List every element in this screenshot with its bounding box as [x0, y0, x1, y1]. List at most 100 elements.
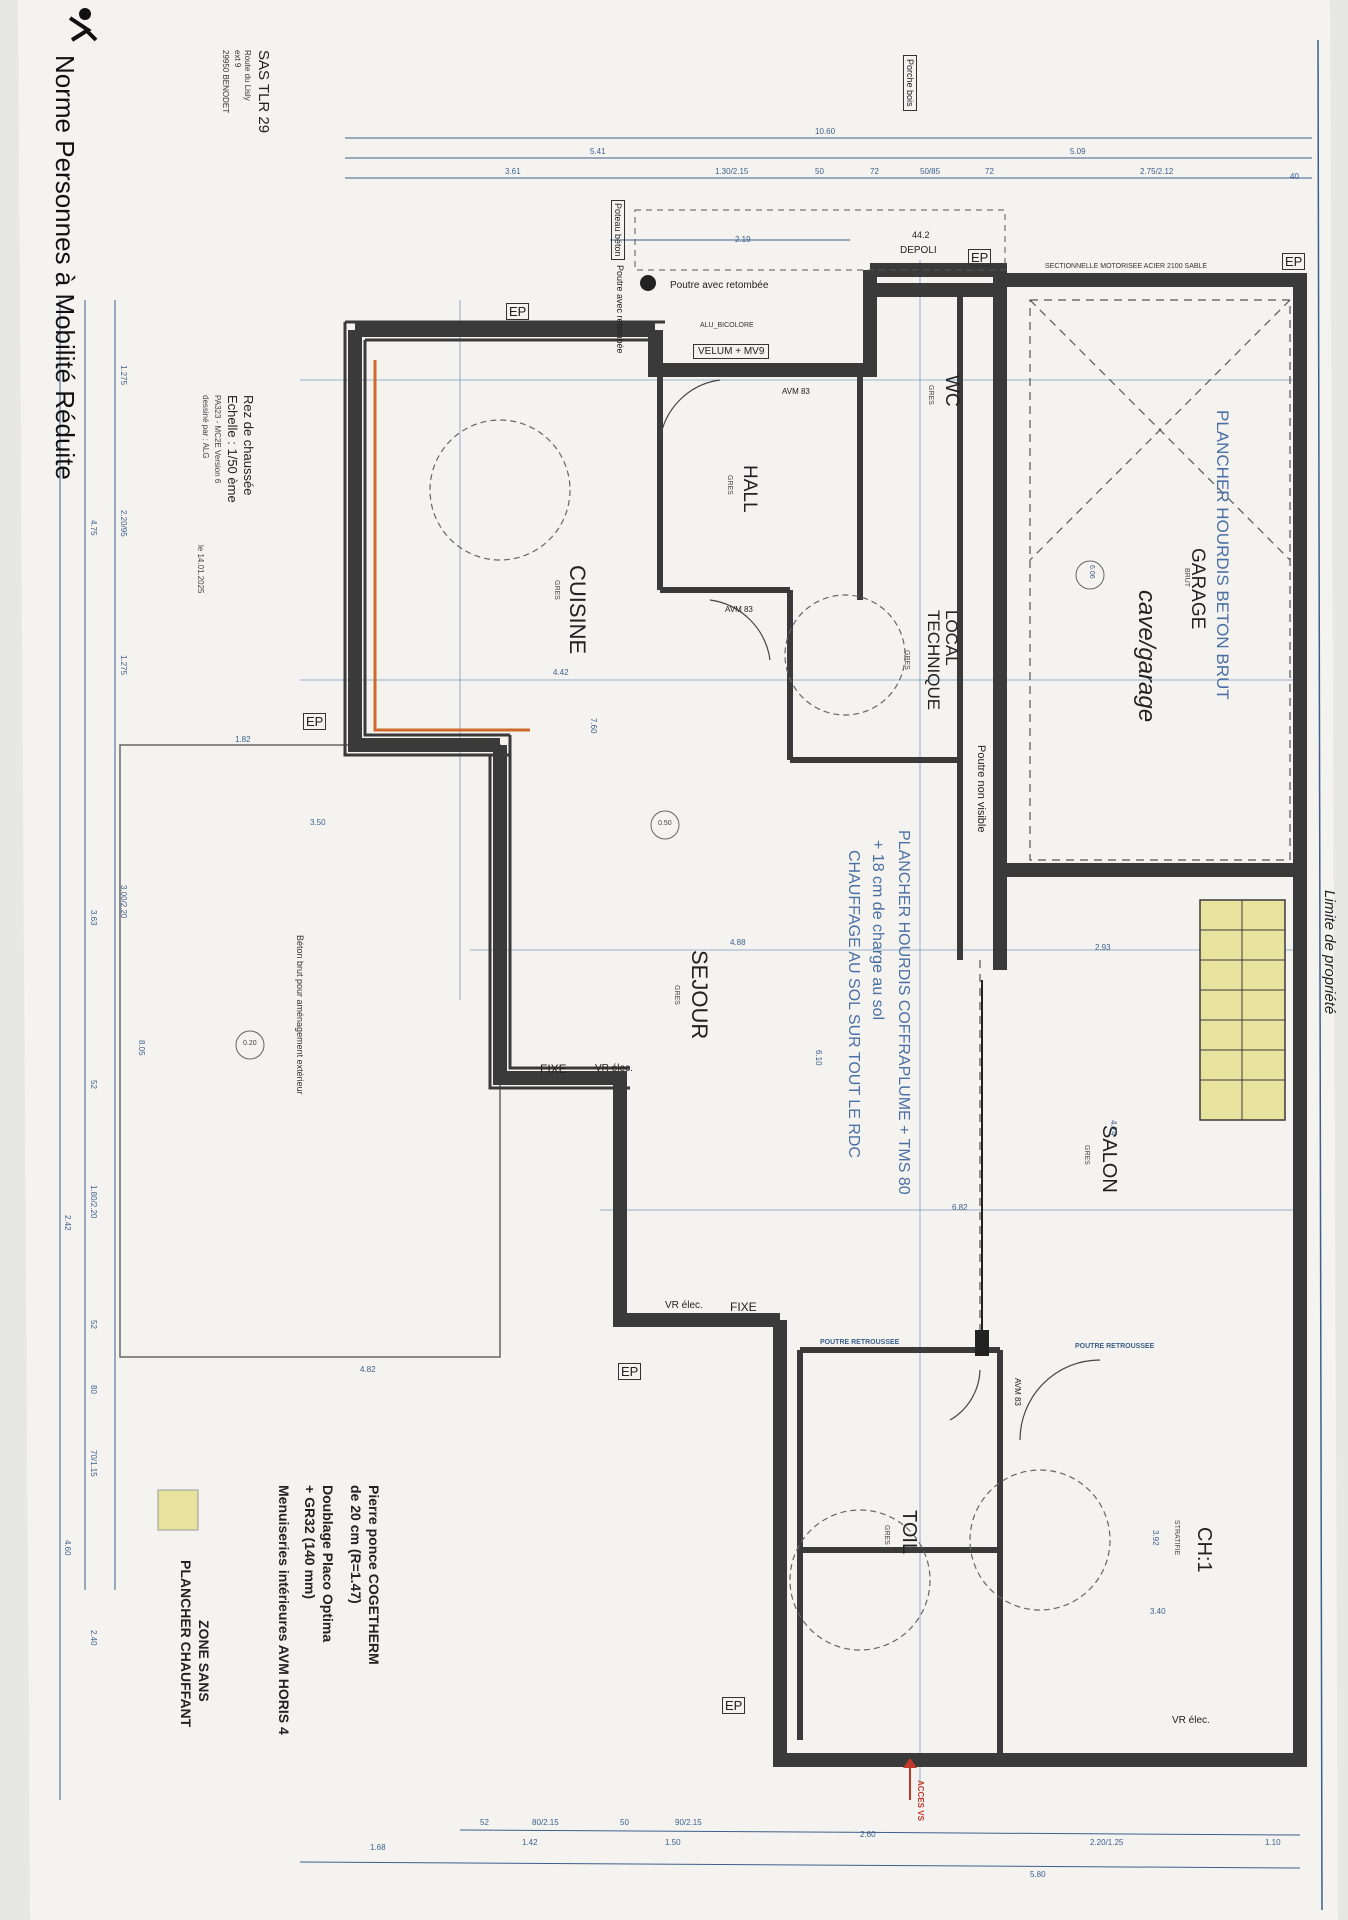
- dim-bottom-a: 1.68: [370, 1843, 386, 1852]
- company-line4: 29950 BENODET: [221, 50, 230, 114]
- dim-left-e: 3.00/2.20: [119, 885, 128, 919]
- left-dimension-lines: [59, 300, 116, 1800]
- interior-walls: [657, 290, 1003, 1760]
- dim-left-g: 8.05: [137, 1040, 146, 1056]
- dim-bottom-b: 52: [480, 1818, 489, 1827]
- dim-top-a: 3.61: [505, 167, 521, 176]
- vr-elec-1: VR élec.: [595, 1063, 633, 1074]
- terrace-circle-label: 0.20: [243, 1040, 257, 1047]
- dim-sejour-h: 6.10: [814, 1050, 823, 1066]
- room-garage-floor: BRUT: [1183, 568, 1190, 588]
- pmr-logo-icon: [68, 8, 98, 42]
- dim-left-i: 1.80/2.20: [89, 1185, 98, 1219]
- acces-vs-label: ACCES VS: [916, 1780, 925, 1821]
- date-label: le 14.01.2025: [196, 545, 205, 594]
- porche-note: Porche bois: [903, 55, 917, 111]
- porch-area: [634, 209, 1006, 271]
- plancher-main-line3: CHAUFFAGE AU SOL SUR TOUT LE RDC: [845, 850, 862, 1158]
- room-salon-floor: GRES: [1083, 1145, 1090, 1165]
- room-wc: WC: [941, 375, 962, 407]
- dim-bottom-h: 2.60: [860, 1830, 876, 1839]
- ep-label-4: EP: [722, 1697, 746, 1714]
- ep-label-6: EP: [1282, 253, 1306, 270]
- dim-left-b: 2.20/95: [119, 510, 128, 537]
- room-toil: TOIL: [898, 1510, 920, 1555]
- dim-salon-h: 4.74: [1109, 1120, 1118, 1136]
- level-label: Rez de chaussée: [241, 395, 256, 496]
- dim-top-left: 5.41: [590, 147, 606, 156]
- ep-label-2: EP: [303, 713, 327, 730]
- legend-line4: + GR32 (140 mm): [302, 1485, 318, 1599]
- legend-swatch: [157, 1489, 199, 1531]
- poutre-retroussee-2: POUTRE RETROUSSEE: [1075, 1343, 1155, 1350]
- legend-line1: Pierre ponce COGETHERM: [366, 1485, 382, 1665]
- dim-salon-d: 6.82: [952, 1203, 968, 1212]
- alu-bicolore-note: ALU_BICOLORE: [700, 322, 754, 329]
- dim-left-m: 70/1.15: [89, 1450, 98, 1477]
- door-swings: [659, 379, 1101, 1441]
- legend-line5: Menuiseries intérieures AVM HORIS 4: [276, 1485, 292, 1735]
- ep-label-5: EP: [968, 249, 992, 266]
- poutre-non-visible-note: Poutre non visible: [975, 745, 987, 833]
- dim-bottom-d: 1.42: [522, 1838, 538, 1847]
- room-ch1-floor: STRATIFIE: [1173, 1520, 1180, 1556]
- dim-garage-h: 6.06: [1088, 565, 1095, 579]
- room-wc-floor: GRES: [927, 385, 934, 405]
- dim-left-c: 4.75: [89, 520, 98, 536]
- poteau-note: Poteau béton: [611, 200, 625, 260]
- poutre-retombee-note-2: Poutre avec retombée: [615, 265, 625, 354]
- dim-left-k: 52: [89, 1320, 98, 1329]
- dim-bottom-i: 2.20/1.25: [1090, 1838, 1124, 1847]
- room-local-technique-floor: GRES: [903, 650, 910, 670]
- dim-terrace-top: 1.82: [235, 735, 251, 744]
- avm-label-3: AVM 83: [1013, 1378, 1022, 1406]
- dim-bottom-e: 50: [620, 1818, 629, 1827]
- dim-left-a: 1.275: [119, 365, 128, 386]
- insulation-line: [373, 360, 530, 732]
- garage-dashed: [979, 299, 1291, 1330]
- dim-sejour: 4.88: [730, 938, 746, 947]
- plancher-main-line2: + 18 cm de charge au sol: [869, 840, 886, 1021]
- room-garage: GARAGE: [1187, 548, 1208, 630]
- dim-depoli: 44.2: [912, 230, 930, 240]
- legend-line2: de 20 cm (R=1.47): [348, 1485, 364, 1604]
- dim-left-f: 3.63: [89, 910, 98, 926]
- room-sejour-floor: GRES: [673, 985, 680, 1005]
- fixe-label-2: FIXE: [730, 1300, 757, 1314]
- dim-cuisine-w: 4.42: [553, 668, 569, 677]
- dim-terrace-w: 4.82: [360, 1365, 376, 1374]
- dim-top-right: 5.09: [1070, 147, 1086, 156]
- company-line3: ext 9: [233, 50, 242, 68]
- access-arrow-icon: [903, 1758, 917, 1800]
- axis-lines: [300, 260, 1300, 1780]
- dim-bottom-c: 80/2.15: [532, 1818, 559, 1827]
- legend-line3: Doublage Placo Optima: [320, 1485, 336, 1643]
- plancher-main-line1: PLANCHER HOURDIS COFFRAPLUME + TMS 80: [895, 830, 912, 1195]
- scale-label: Echelle : 1/50 ème: [225, 395, 240, 503]
- vr-elec-2: VR élec.: [665, 1300, 703, 1311]
- sejour-circle-label: 0.50: [658, 820, 672, 827]
- dim-top-f: 72: [985, 167, 994, 176]
- room-ch1: CH:1: [1193, 1527, 1215, 1573]
- dim-top-b: 1.30/2.15: [715, 167, 749, 176]
- ep-label-3: EP: [618, 1363, 642, 1380]
- room-hall: HALL: [739, 465, 760, 513]
- plancher-garage-label: PLANCHER HOURDIS BETON BRUT: [1213, 410, 1232, 700]
- ep-label-1: EP: [506, 303, 530, 320]
- poutre-retombee-note: Poutre avec retombée: [670, 280, 769, 291]
- dim-left-h: 52: [89, 1080, 98, 1089]
- dim-bottom-f: 90/2.15: [675, 1818, 702, 1827]
- dim-bottom-g: 1.50: [665, 1838, 681, 1847]
- depoli-label: DEPOLI: [900, 245, 937, 256]
- velum-note: VELUM + MV9: [693, 344, 770, 359]
- fixe-label-1: FIXE: [540, 1062, 567, 1076]
- dim-ch1-h: 3.92: [1151, 1530, 1160, 1546]
- dim-top-e: 50/85: [920, 167, 941, 176]
- dim-left-o: 2.40: [89, 1630, 98, 1646]
- drawn-by-label: dessiné par : ALG: [201, 395, 210, 459]
- company-line2: Route du Lisly: [243, 50, 252, 101]
- room-cuisine: CUISINE: [565, 565, 590, 655]
- dim-bottom-k: 5.80: [1030, 1870, 1046, 1879]
